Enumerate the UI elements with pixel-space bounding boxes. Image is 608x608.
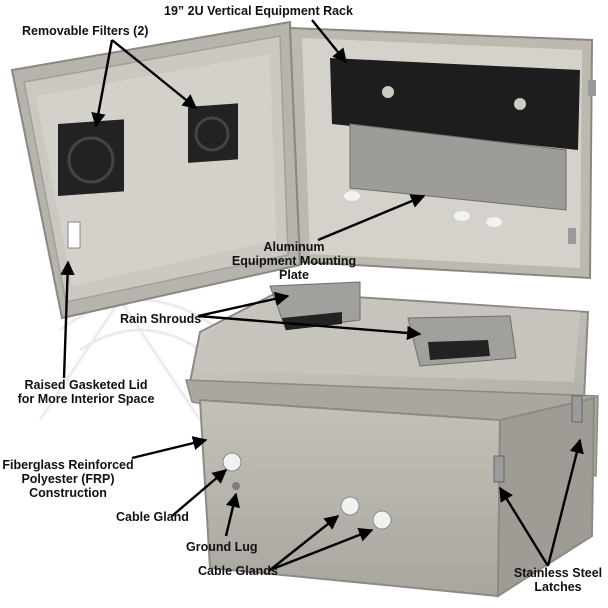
ground-lug xyxy=(232,482,240,490)
callout-plate: Aluminum Equipment Mounting Plate xyxy=(226,240,362,282)
callout-gland: Cable Gland xyxy=(116,510,189,524)
cable-gland xyxy=(372,510,392,530)
callout-arrows xyxy=(60,19,584,572)
callout-shrouds: Rain Shrouds xyxy=(120,312,202,326)
callout-lid-line1: Raised Gasketed Lid xyxy=(24,378,148,392)
latch xyxy=(493,455,505,483)
filter-vent-left xyxy=(58,119,124,196)
mounting-plate xyxy=(349,123,567,211)
latch xyxy=(588,80,596,96)
callout-frp-line1: Fiberglass Reinforced xyxy=(2,458,134,472)
callout-plate-line2: Equipment Mounting xyxy=(231,254,357,268)
latch xyxy=(568,228,576,244)
callout-glands: Cable Glands xyxy=(198,564,278,578)
callout-latches: Stainless Steel Latches xyxy=(510,566,606,594)
equipment-rack xyxy=(330,58,580,150)
closed-enclosure xyxy=(185,281,599,598)
callout-lid-line2: for More Interior Space xyxy=(17,392,155,406)
open-enclosure-body xyxy=(288,26,596,280)
callout-lug: Ground Lug xyxy=(186,540,258,554)
filter-vent-right xyxy=(188,103,238,163)
callout-frp: Fiberglass Reinforced Polyester (FRP) Co… xyxy=(2,458,134,500)
latch xyxy=(571,395,583,423)
callout-frp-line3: Construction xyxy=(29,486,107,500)
fan-icon xyxy=(194,116,230,152)
callout-frp-line2: Polyester (FRP) xyxy=(21,472,115,486)
callout-rack: 19” 2U Vertical Equipment Rack xyxy=(164,4,353,18)
callout-latches-line2: Latches xyxy=(534,580,582,594)
cable-gland xyxy=(222,452,242,472)
callout-lid: Raised Gasketed Lid for More Interior Sp… xyxy=(4,378,168,406)
callout-plate-line1: Aluminum xyxy=(263,240,325,254)
product-label-sticker xyxy=(67,221,81,249)
cable-gland xyxy=(340,496,360,516)
fan-icon xyxy=(67,136,115,184)
callout-plate-line3: Plate xyxy=(279,268,309,282)
callout-filters: Removable Filters (2) xyxy=(22,24,149,38)
callout-latches-line1: Stainless Steel xyxy=(513,566,603,580)
